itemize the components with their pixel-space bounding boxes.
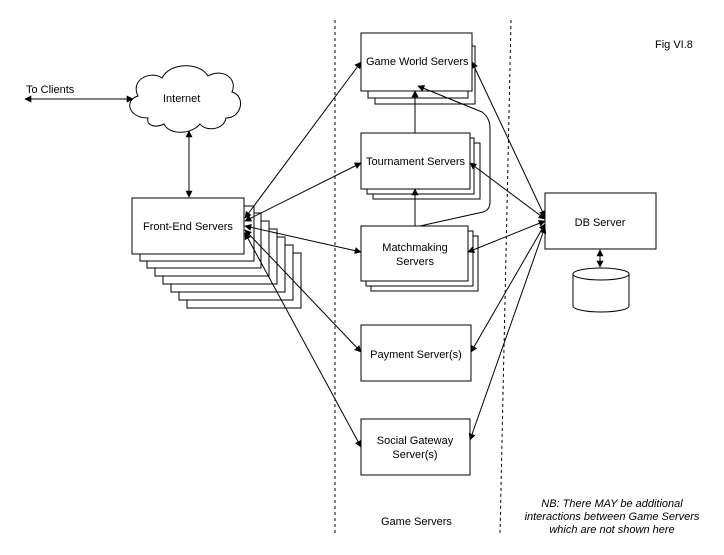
payment-label: Payment Server(s) — [370, 349, 462, 361]
note-line-2: interactions between Game Servers — [525, 511, 700, 523]
db-gameworld-connector — [471, 61, 546, 218]
database-cylinder-top — [572, 267, 630, 281]
payment-server-box — [360, 324, 472, 382]
matchmaking-server-stack: Matchmaking Servers — [360, 225, 479, 292]
frontend-social-connector — [244, 232, 362, 448]
game-servers-right-boundary — [499, 19, 512, 536]
database-cylinder-body — [572, 274, 630, 313]
note: NB: There MAY be additional interactions… — [525, 498, 700, 536]
game-servers-region-label: Game Servers — [381, 516, 452, 528]
frontend-tournament-connector — [244, 162, 362, 222]
db-server: DB Server — [544, 192, 657, 250]
social-gateway-server: Social Gateway Server(s) — [360, 418, 471, 476]
note-line-1: NB: There MAY be additional — [541, 498, 683, 510]
clients-label: To Clients — [26, 84, 75, 96]
db-server-box — [544, 192, 657, 250]
social-gateway-box — [360, 418, 471, 476]
tournament-server-stack: Tournament Servers — [360, 132, 481, 200]
social-label-line-2: Server(s) — [392, 449, 437, 461]
frontend-server-box — [131, 197, 245, 255]
db-label: DB Server — [575, 217, 626, 229]
gameworld-label: Game World Servers — [366, 56, 469, 68]
payment-server: Payment Server(s) — [360, 324, 472, 382]
db-social-connector — [468, 226, 547, 441]
note-line-3: which are not shown here — [549, 524, 674, 536]
internet-cloud-icon — [129, 65, 241, 133]
gameworld-server-box — [360, 32, 473, 92]
gameworld-server-stack: Game World Servers — [360, 32, 476, 105]
frontend-gameworld-connector — [244, 61, 362, 219]
figure-label: Fig VI.8 — [655, 39, 693, 51]
frontend-label: Front-End Servers — [143, 221, 233, 233]
database-icon — [572, 267, 630, 313]
internet-label: Internet — [163, 93, 200, 105]
matchmaking-server-box — [360, 225, 469, 282]
social-label-line-1: Social Gateway — [377, 435, 454, 447]
tournament-label: Tournament Servers — [366, 156, 466, 168]
matchmaking-label-line-2: Servers — [396, 256, 434, 268]
matchmaking-label-line-1: Matchmaking — [382, 242, 447, 254]
db-tournament-connector — [469, 162, 546, 220]
frontend-server-stack: Front-End Servers — [131, 197, 302, 309]
tournament-server-box — [360, 132, 471, 190]
